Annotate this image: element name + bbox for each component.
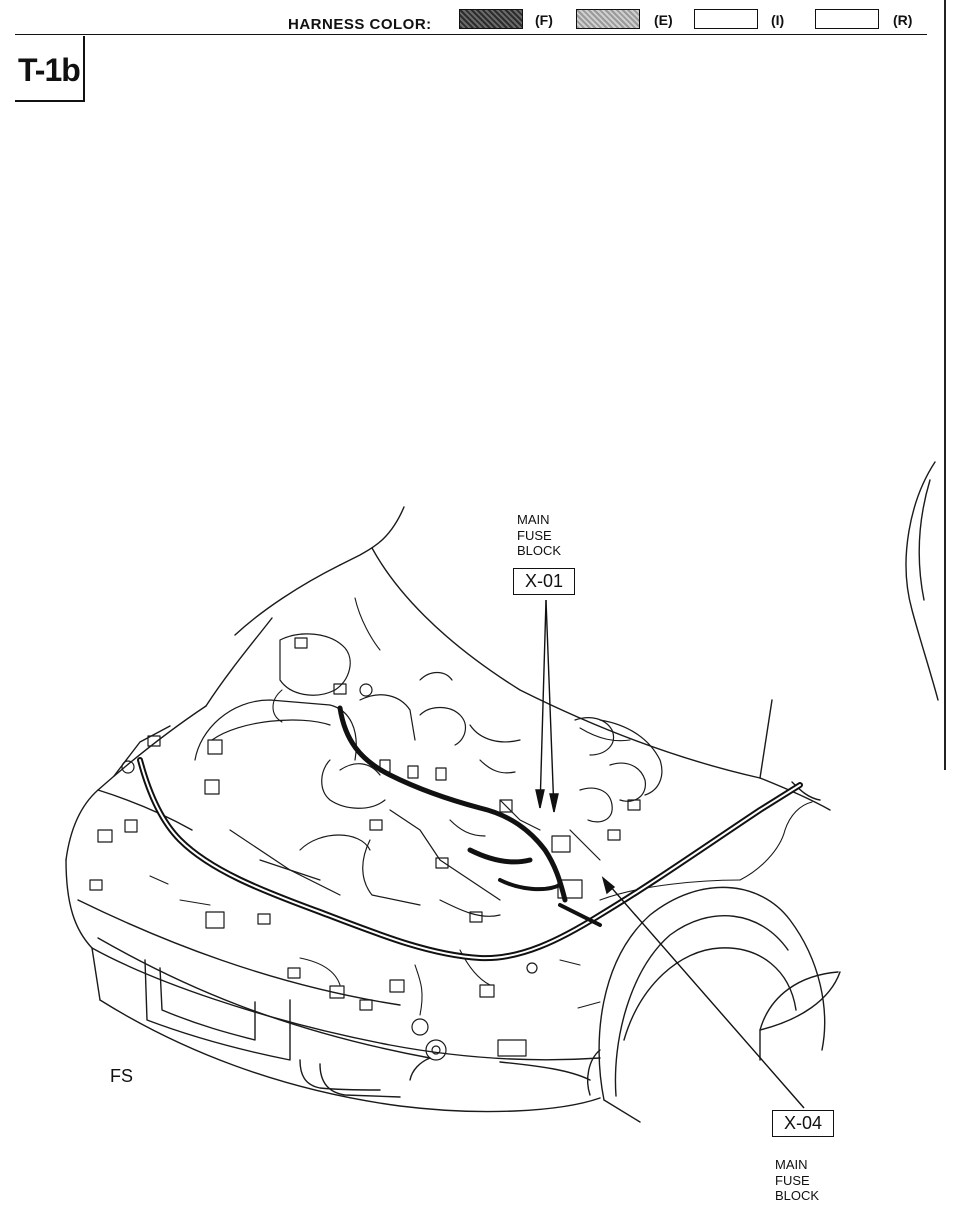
- legend-code-i: (I): [771, 12, 785, 28]
- hood-outline: [205, 506, 773, 779]
- connectors: [89, 637, 641, 1061]
- legend-code-f: (F): [535, 12, 553, 28]
- main-fuse-block-label-x04: MAIN FUSE BLOCK: [775, 1157, 820, 1203]
- legend-swatch-f: [459, 9, 523, 29]
- connector-code-x04: X-04: [772, 1110, 834, 1137]
- engine-components: [194, 633, 663, 917]
- x01-leader-line: [545, 599, 555, 813]
- front-bumper-outline: [77, 899, 601, 1113]
- x04-leader-line: [602, 877, 805, 1109]
- legend-swatch-i: [694, 9, 758, 29]
- adjacent-figure-edge: [905, 461, 939, 701]
- model-variant-label: FS: [110, 1066, 134, 1086]
- page-code: T-1b: [18, 52, 81, 88]
- connector-code-x01: X-01: [513, 568, 575, 595]
- page-code-frame: [15, 36, 85, 102]
- main-harness-trunk: [137, 705, 803, 962]
- legend-swatch-e: [576, 9, 640, 29]
- body-outline: [65, 705, 841, 1061]
- legend-swatch-r: [815, 9, 879, 29]
- legend-code-e: (E): [654, 12, 673, 28]
- callout-arrows: [535, 599, 805, 1109]
- legend-code-r: (R): [893, 12, 913, 28]
- harness-color-legend-title: HARNESS COLOR:: [288, 16, 432, 33]
- main-fuse-block-label-x01: MAIN FUSE BLOCK: [517, 512, 562, 558]
- x01-leader-line: [539, 599, 547, 809]
- page-edge-rule: [944, 0, 946, 770]
- front-wheel-outline: [587, 886, 826, 1123]
- header-rule: [15, 34, 927, 35]
